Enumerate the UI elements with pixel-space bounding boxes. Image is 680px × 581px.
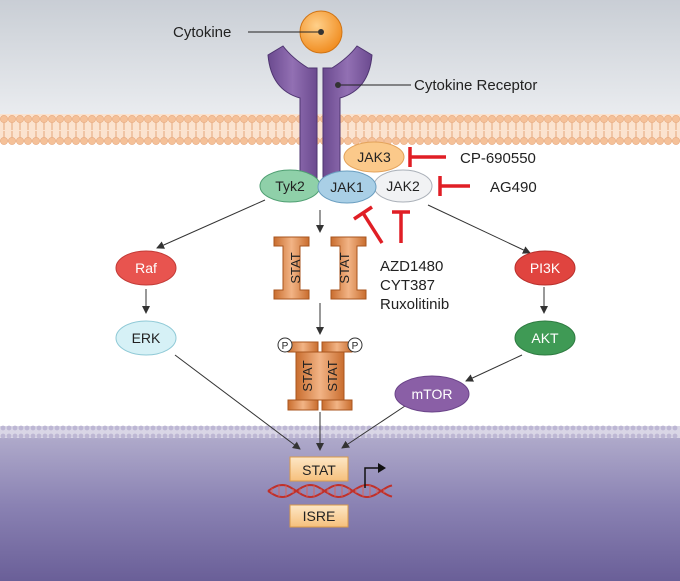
jak1-label: JAK1 [330, 179, 364, 195]
inhibitor-jak1-bar [353, 205, 373, 221]
stat-promoter-label: STAT [302, 462, 336, 478]
raf-label: Raf [135, 260, 157, 276]
jak-kinases: JAK3 Tyk2 JAK2 JAK1 [259, 141, 433, 204]
nuclear-membrane [0, 425, 680, 439]
arrow-akt-mtor [465, 354, 523, 382]
jak1-node [317, 170, 377, 204]
arrow-erk-nucleus [174, 354, 301, 450]
inhibitor-marks [353, 147, 470, 244]
isre-label: ISRE [303, 508, 336, 524]
akt-label: AKT [531, 330, 559, 346]
stat-promoter-box [289, 456, 349, 482]
pi3k-label: PI3K [530, 260, 561, 276]
stat-dimer-right-label: STAT [325, 360, 340, 391]
stat-dimer-left-label: STAT [300, 360, 315, 391]
erk-node [115, 320, 177, 356]
cytokine-receptor [267, 45, 373, 183]
jak3-label: JAK3 [357, 149, 391, 165]
stat-left-label: STAT [288, 252, 303, 283]
ruxolitinib-label: Ruxolitinib [380, 296, 449, 313]
stat-dimer: STAT STAT P P [277, 337, 363, 411]
phospho-right-icon [347, 337, 363, 353]
phospho-left-label: P [282, 341, 289, 352]
transcription-start-arrow [364, 467, 380, 488]
stat-monomer-right: STAT [330, 236, 367, 300]
jak3-node [343, 141, 405, 173]
raf-node [115, 250, 177, 286]
jak2-label: JAK2 [386, 178, 420, 194]
arrow-jak2-pi3k [427, 204, 531, 254]
ligand-pointer-dot [318, 29, 324, 35]
phospho-left-icon [277, 337, 293, 353]
transcription-arrow-head-icon [378, 463, 386, 473]
stat-monomer-left: STAT [273, 236, 310, 300]
cp690550-label: CP-690550 [460, 150, 536, 167]
pathway-arrows [142, 199, 548, 451]
dna-helix [267, 483, 393, 499]
arrow-mtor-nucleus [341, 405, 406, 449]
isre-box [289, 504, 349, 528]
cytokine-label: Cytokine [173, 24, 231, 41]
mtor-label: mTOR [412, 386, 453, 402]
arrow-tyk2-raf [156, 199, 266, 249]
cyt387-label: CYT387 [380, 277, 435, 294]
inhibitor-jak1-line [361, 212, 384, 244]
mtor-node [394, 375, 470, 413]
tyk2-label: Tyk2 [275, 178, 305, 194]
akt-node [514, 320, 576, 356]
cytokine-receptor-label: Cytokine Receptor [414, 77, 537, 94]
pi3k-node [514, 250, 576, 286]
azd1480-label: AZD1480 [380, 258, 443, 275]
ag490-label: AG490 [490, 179, 537, 196]
erk-label: ERK [132, 330, 161, 346]
stat-right-label: STAT [337, 252, 352, 283]
receptor-pointer-dot [335, 82, 341, 88]
phospho-right-label: P [352, 341, 359, 352]
